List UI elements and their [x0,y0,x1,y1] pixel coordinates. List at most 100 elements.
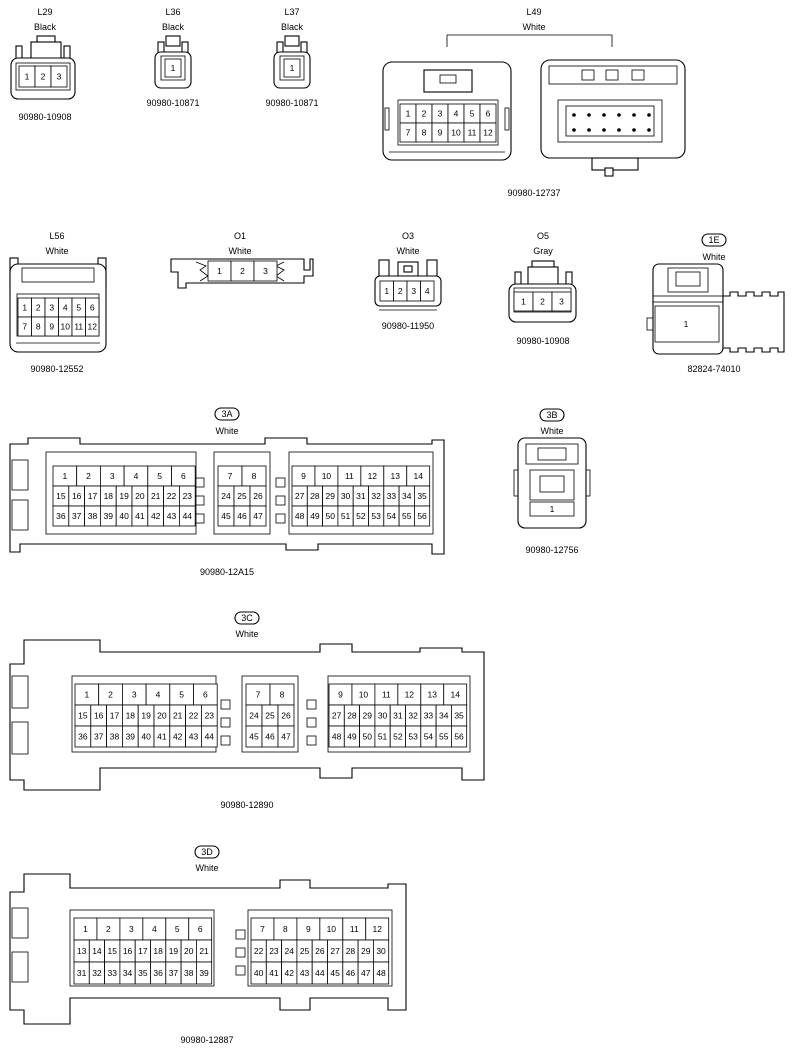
connector-O1-latch-right [275,261,285,282]
pin-3D-27-label: 27 [330,946,340,956]
pin-3D-45-label: 45 [330,968,340,978]
connector-O5: O5 Gray 90980-10908 [508,231,577,346]
pin-3A-3-label: 3 [110,471,115,481]
pin-3A-49-label: 49 [310,511,320,521]
pin-3A-47-label: 47 [253,511,263,521]
pin-3C-23-label: 23 [205,711,215,721]
pin-3B-1-label: 1 [550,504,555,514]
connector-L49-color: White [522,22,545,32]
pin-L29-2-label: 2 [41,72,46,82]
pin-L49-12-cell [479,122,497,143]
connector-O1-color: White [228,246,251,256]
pin-3D-17-label: 17 [138,946,148,956]
connector-L36-color: Black [162,22,185,32]
pin-3C-15-label: 15 [78,711,88,721]
pin-3C-5-label: 5 [179,690,184,700]
pin-L29-3-cell [50,65,68,88]
pin-3C-25-label: 25 [265,711,275,721]
pin-3A-20-label: 20 [135,491,145,501]
connector-L37-id: L37 [284,7,299,17]
pin-3A-29-label: 29 [326,491,336,501]
pin-3C-50-label: 50 [363,732,373,742]
pin-L37-1-label: 1 [290,63,295,73]
pin-3D-13-label: 13 [77,946,87,956]
pin-3C-3-label: 3 [132,690,137,700]
connector-O5-id: O5 [537,231,549,241]
pin-3D-15-label: 15 [108,946,118,956]
pin-3C-12-label: 12 [405,690,415,700]
pin-L49-11-label: 11 [468,128,477,138]
pin-L49-2-label: 2 [422,109,427,119]
pin-3A-23-label: 23 [183,491,193,501]
L49-female-terminal [572,113,576,117]
pin-3A-48-label: 48 [295,511,305,521]
pin-3D-19-label: 19 [169,946,179,956]
pin-3A-11-label: 11 [345,471,354,481]
pin-3D-48-cell [372,961,390,985]
pin-3D-1-label: 1 [83,924,88,934]
pin-3A-36-label: 36 [56,511,66,521]
pin-3C-9-label: 9 [338,690,343,700]
L49-female-terminal [647,128,651,132]
pin-3D-2-label: 2 [106,924,111,934]
pin-3A-26-label: 26 [253,491,263,501]
L49-female-terminal [647,113,651,117]
connector-L29-id: L29 [37,7,52,17]
pin-L49-3-label: 3 [438,109,443,119]
pin-3D-7-label: 7 [260,924,265,934]
pin-3C-44-label: 44 [205,732,215,742]
pin-3C-11-label: 11 [382,690,391,700]
connector-1E-id: 1E [708,235,719,245]
pin-3D-5-label: 5 [175,924,180,934]
pin-3D-29-label: 29 [361,946,371,956]
pin-O5-3-cell [551,291,572,312]
pin-1E-1-label: 1 [684,319,689,329]
connector-1E-color: White [702,252,725,262]
pin-3D-22-label: 22 [254,946,264,956]
connector-O5-housing [508,260,577,323]
pin-3C-45-label: 45 [249,732,259,742]
pin-3D-36-label: 36 [153,968,163,978]
pin-3D-10-label: 10 [327,924,337,934]
pin-3C-44-cell [200,725,218,748]
connector-3D-id-badge [194,845,220,859]
pin-3A-14-label: 14 [413,471,423,481]
pin-3A-31-label: 31 [356,491,366,501]
connector-L49-part: 90980-12737 [507,188,560,198]
pin-3C-22-label: 22 [189,711,199,721]
pin-3A-33-label: 33 [387,491,397,501]
pin-3C-2-label: 2 [108,690,113,700]
pin-L49-4-label: 4 [454,109,459,119]
pin-L49-1-label: 1 [406,109,411,119]
pin-3C-42-label: 42 [173,732,183,742]
pin-3C-54-label: 54 [424,732,434,742]
connector-1E-housing [646,263,785,355]
connector-L37-part: 90980-10871 [265,98,318,108]
pin-3C-34-label: 34 [439,711,449,721]
pin-3C-46-label: 46 [265,732,275,742]
connector-O1-id: O1 [234,231,246,241]
pin-3D-43-label: 43 [300,968,310,978]
pin-L56-5-label: 5 [76,303,81,313]
pin-3A-51-label: 51 [341,511,351,521]
pin-L36-1-label: 1 [171,63,176,73]
pin-3A-13-label: 13 [391,471,401,481]
pin-3C-41-label: 41 [157,732,167,742]
pin-O1-3-cell [253,260,278,282]
pin-3B-1-cell [529,501,575,517]
pin-L56-9-label: 9 [49,322,54,332]
connector-O5-part: 90980-10908 [516,336,569,346]
connector-3C-color: White [235,629,258,639]
pin-3C-37-label: 37 [94,732,104,742]
connector-3B-color: White [540,426,563,436]
pin-3A-22-label: 22 [167,491,177,501]
pin-3D-20-label: 20 [184,946,194,956]
pin-3A-34-label: 34 [402,491,412,501]
connector-O5-color: Gray [533,246,553,256]
pin-3A-28-label: 28 [310,491,320,501]
pin-L36-1-cell [164,58,182,78]
L49-female-terminal [632,113,636,117]
L49-female-terminal [617,113,621,117]
pin-L49-10-label: 10 [451,128,461,138]
pin-3D-47-label: 47 [361,968,371,978]
